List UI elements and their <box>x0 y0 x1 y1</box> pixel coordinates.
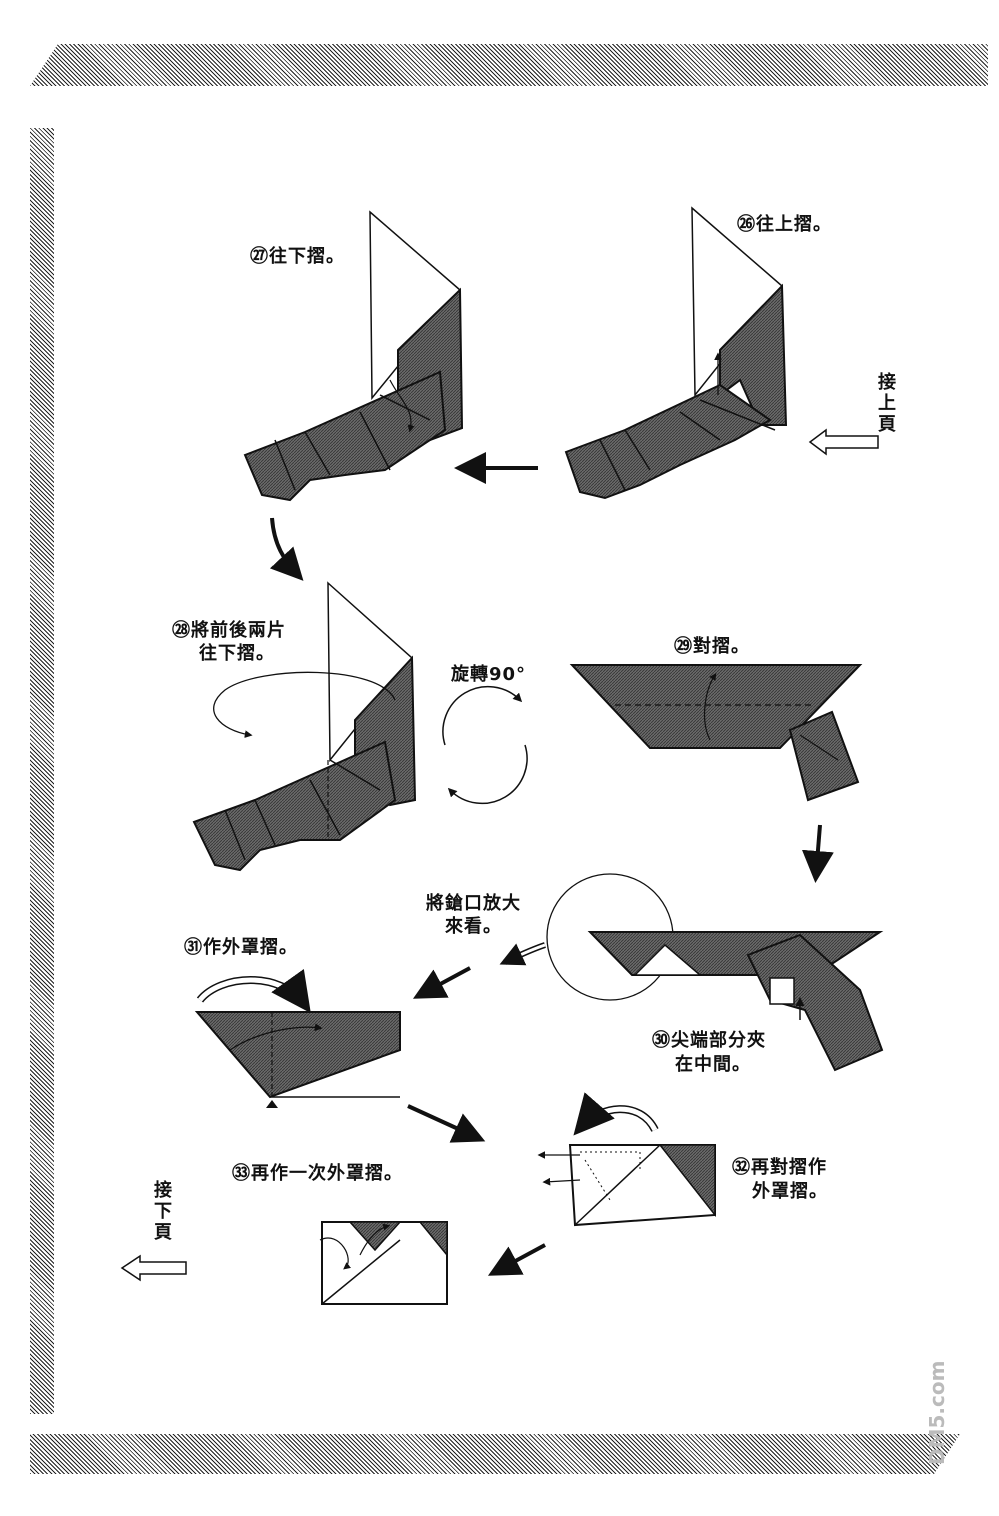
step30-label-line1: ㉚尖端部分夾 <box>652 1030 766 1051</box>
step27-model <box>243 210 464 502</box>
step26-model <box>564 206 788 500</box>
step30-label-line2: 在中間。 <box>675 1054 751 1075</box>
left-hatched-border <box>30 128 54 1414</box>
from-prev-page-label: 接 上 頁 <box>876 372 898 435</box>
to-next-char-1: 接 <box>154 1180 172 1201</box>
to-next-char-2: 下 <box>154 1201 172 1222</box>
arrow-27-to-28 <box>269 517 304 581</box>
step29-model <box>569 664 863 802</box>
watermark: DM5.com <box>925 1360 949 1465</box>
step33-model <box>319 1221 448 1305</box>
from-prev-char-3: 頁 <box>878 414 896 435</box>
zoom-label-line2: 來看。 <box>445 916 502 937</box>
step27-label: ㉗往下摺。 <box>250 246 345 267</box>
top-hatched-border <box>30 44 988 86</box>
step31-label: ㉛作外罩摺。 <box>184 937 298 958</box>
arrow-30-to-31 <box>412 966 471 999</box>
arrow-32-to-33 <box>487 1243 546 1276</box>
step29-label: ㉙對摺。 <box>674 636 750 657</box>
from-prev-page-arrow <box>808 428 879 456</box>
step28-model <box>192 581 417 872</box>
step26-label: ㉖往上摺。 <box>737 214 832 235</box>
arrow-29-to-30 <box>801 824 834 883</box>
step28-label-line2: 往下摺。 <box>199 643 275 664</box>
step32-label-line1: ㉜再對摺作 <box>732 1157 827 1178</box>
arrow-31-to-32 <box>407 1104 486 1143</box>
to-next-page-label: 接 下 頁 <box>152 1180 174 1243</box>
to-next-page-arrow <box>120 1254 187 1282</box>
step31-model <box>194 968 401 1108</box>
step32-label-line2: 外罩摺。 <box>752 1181 828 1202</box>
bottom-hatched-border <box>30 1434 960 1474</box>
rotate-label: 旋轉90° <box>451 664 527 685</box>
zoom-label-line1: 將鎗口放大 <box>426 893 521 914</box>
step30-model <box>499 873 884 1072</box>
step32-model <box>537 1092 716 1227</box>
rotate-90-symbol <box>442 685 528 805</box>
to-next-char-3: 頁 <box>154 1222 172 1243</box>
from-prev-char-1: 接 <box>878 372 896 393</box>
from-prev-char-2: 上 <box>878 393 896 414</box>
step28-label-line1: ㉘將前後兩片 <box>172 620 286 641</box>
step33-label: ㉝再作一次外罩摺。 <box>232 1163 403 1184</box>
